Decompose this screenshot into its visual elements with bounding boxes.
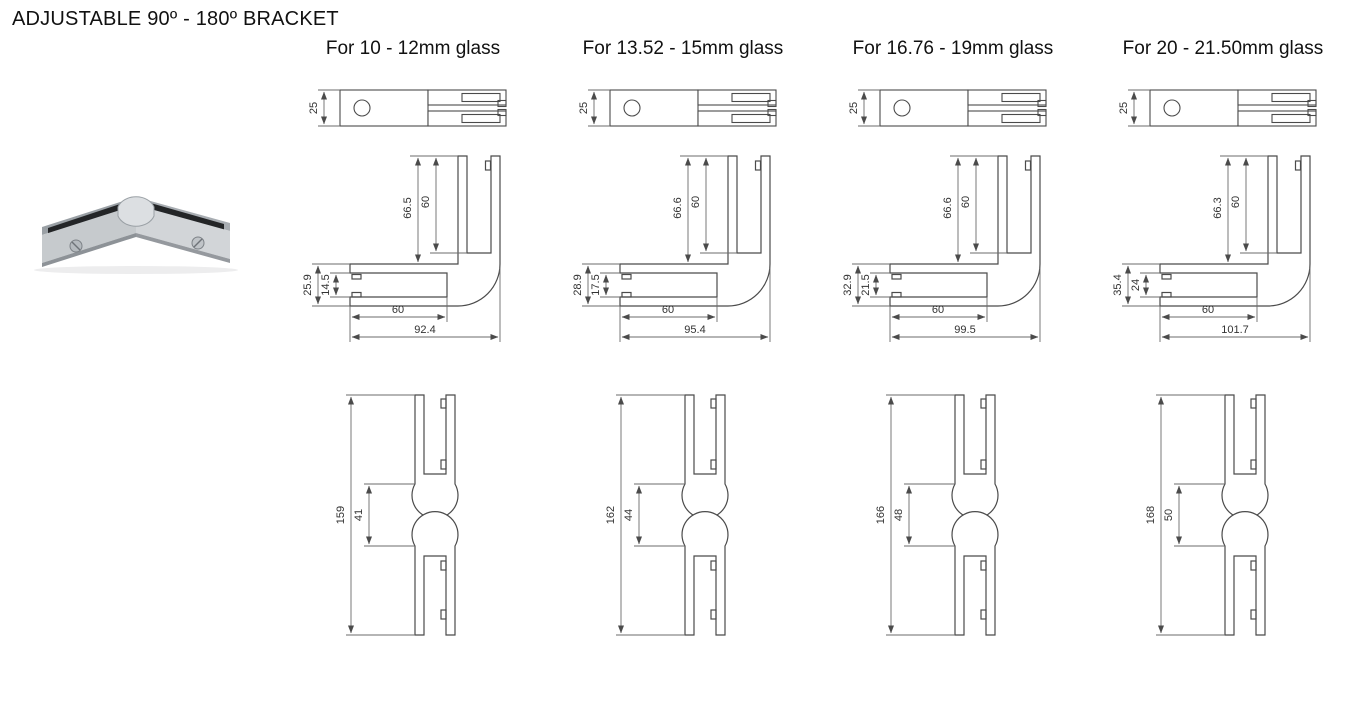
inline-bracket-drawing: 168 50 xyxy=(1145,394,1269,636)
dim-overall-width: 101.7 xyxy=(1221,324,1249,336)
corner-geometry xyxy=(889,155,1041,307)
dim-base-height-outer: 35.4 xyxy=(1112,274,1124,295)
dim-base-height-outer: 28.9 xyxy=(572,274,584,295)
inline-dimension-lines xyxy=(346,394,415,636)
page-title: ADJUSTABLE 90º - 180º BRACKET xyxy=(12,8,339,30)
inline-dimension-lines xyxy=(616,394,685,636)
dim-slot-depth: 60 xyxy=(1202,304,1214,316)
corner-bracket-drawing: 66.3 60 35.4 24 60 101.7 xyxy=(1112,155,1311,342)
bracket-photo xyxy=(34,196,238,274)
dim-arm-length-outer: 66.6 xyxy=(672,197,684,218)
product-photo xyxy=(14,183,258,275)
variant-column: For 13.52 - 15mm glass xyxy=(548,36,818,648)
inline-bracket-drawing: 166 48 xyxy=(875,394,999,636)
dim-arm-length-outer: 66.3 xyxy=(1212,197,1224,218)
dim-overall-length: 168 xyxy=(1145,506,1157,524)
dim-top-body-width: 25 xyxy=(848,102,860,114)
photo-shadow xyxy=(34,266,238,274)
inline-dimension-lines xyxy=(1156,394,1225,636)
top-view-drawing: 25 xyxy=(848,89,1047,127)
dim-slot-depth: 60 xyxy=(662,304,674,316)
inline-bracket-drawing: 162 44 xyxy=(605,394,729,636)
dim-base-height-outer: 32.9 xyxy=(842,274,854,295)
right-arm xyxy=(136,197,230,263)
dim-arm-length-inner: 60 xyxy=(690,196,702,208)
inline-geometry xyxy=(951,394,999,636)
dim-top-body-width: 25 xyxy=(578,102,590,114)
inline-geometry xyxy=(681,394,729,636)
screw-right xyxy=(191,236,205,250)
dim-base-slot-height: 17.5 xyxy=(590,274,602,295)
top-view-drawing: 25 xyxy=(578,89,777,127)
variant-header: For 13.52 - 15mm glass xyxy=(582,38,784,59)
top-view-drawing: 25 xyxy=(1118,89,1317,127)
top-view-drawing: 25 xyxy=(308,89,507,127)
dim-overall-length: 162 xyxy=(605,506,617,524)
corner-dimension-lines xyxy=(852,155,1041,342)
dim-arm-length-inner: 60 xyxy=(960,196,972,208)
dim-base-slot-height: 24 xyxy=(1130,279,1142,291)
variant-columns: For 10 - 12mm glass xyxy=(278,36,1345,648)
variant-column: For 16.76 - 19mm glass xyxy=(818,36,1088,648)
corner-geometry xyxy=(619,155,771,307)
dim-base-height-outer: 25.9 xyxy=(302,274,314,295)
top-view-geometry xyxy=(339,89,507,127)
corner-dimension-lines xyxy=(312,155,501,342)
dim-slot-depth: 60 xyxy=(392,304,404,316)
variant-header: For 10 - 12mm glass xyxy=(325,38,501,59)
corner-dimension-lines xyxy=(582,155,771,342)
top-view-geometry xyxy=(609,89,777,127)
corner-geometry xyxy=(349,155,501,307)
dim-slot-depth: 60 xyxy=(932,304,944,316)
top-view-geometry xyxy=(1149,89,1317,127)
dim-hinge-span: 48 xyxy=(893,509,905,521)
dim-overall-width: 92.4 xyxy=(414,324,435,336)
dim-top-body-width: 25 xyxy=(308,102,320,114)
inline-geometry xyxy=(1221,394,1269,636)
variant-column: For 10 - 12mm glass xyxy=(278,36,548,648)
dim-arm-length-outer: 66.6 xyxy=(942,197,954,218)
dim-top-body-width: 25 xyxy=(1118,102,1130,114)
dim-overall-length: 159 xyxy=(335,506,347,524)
screw-left xyxy=(69,239,83,253)
dim-base-slot-height: 21.5 xyxy=(860,274,872,295)
top-view-dimension-lines xyxy=(318,89,340,127)
dim-arm-length-inner: 60 xyxy=(420,196,432,208)
corner-bracket-drawing: 66.5 60 25.9 14.5 60 92.4 xyxy=(302,155,501,342)
top-view-dimension-lines xyxy=(1128,89,1150,127)
dim-hinge-span: 50 xyxy=(1163,509,1175,521)
corner-bracket-drawing: 66.6 60 32.9 21.5 60 99.5 xyxy=(842,155,1041,342)
left-arm xyxy=(42,197,136,267)
dim-hinge-span: 41 xyxy=(353,509,365,521)
inline-bracket-drawing: 159 41 xyxy=(335,394,459,636)
inline-geometry xyxy=(411,394,459,636)
dim-arm-length-outer: 66.5 xyxy=(402,197,414,218)
hinge xyxy=(117,196,155,227)
variant-header: For 20 - 21.50mm glass xyxy=(1122,38,1324,59)
corner-geometry xyxy=(1159,155,1311,307)
top-view-dimension-lines xyxy=(588,89,610,127)
corner-dimension-lines xyxy=(1122,155,1311,342)
top-view-dimension-lines xyxy=(858,89,880,127)
dim-overall-length: 166 xyxy=(875,506,887,524)
dim-arm-length-inner: 60 xyxy=(1230,196,1242,208)
dim-hinge-span: 44 xyxy=(623,509,635,521)
dim-base-slot-height: 14.5 xyxy=(320,274,332,295)
variant-column: For 20 - 21.50mm glass xyxy=(1088,36,1345,648)
corner-bracket-drawing: 66.6 60 28.9 17.5 60 95.4 xyxy=(572,155,771,342)
variant-header: For 16.76 - 19mm glass xyxy=(852,38,1054,59)
dim-overall-width: 99.5 xyxy=(954,324,975,336)
dim-overall-width: 95.4 xyxy=(684,324,705,336)
top-view-geometry xyxy=(879,89,1047,127)
inline-dimension-lines xyxy=(886,394,955,636)
